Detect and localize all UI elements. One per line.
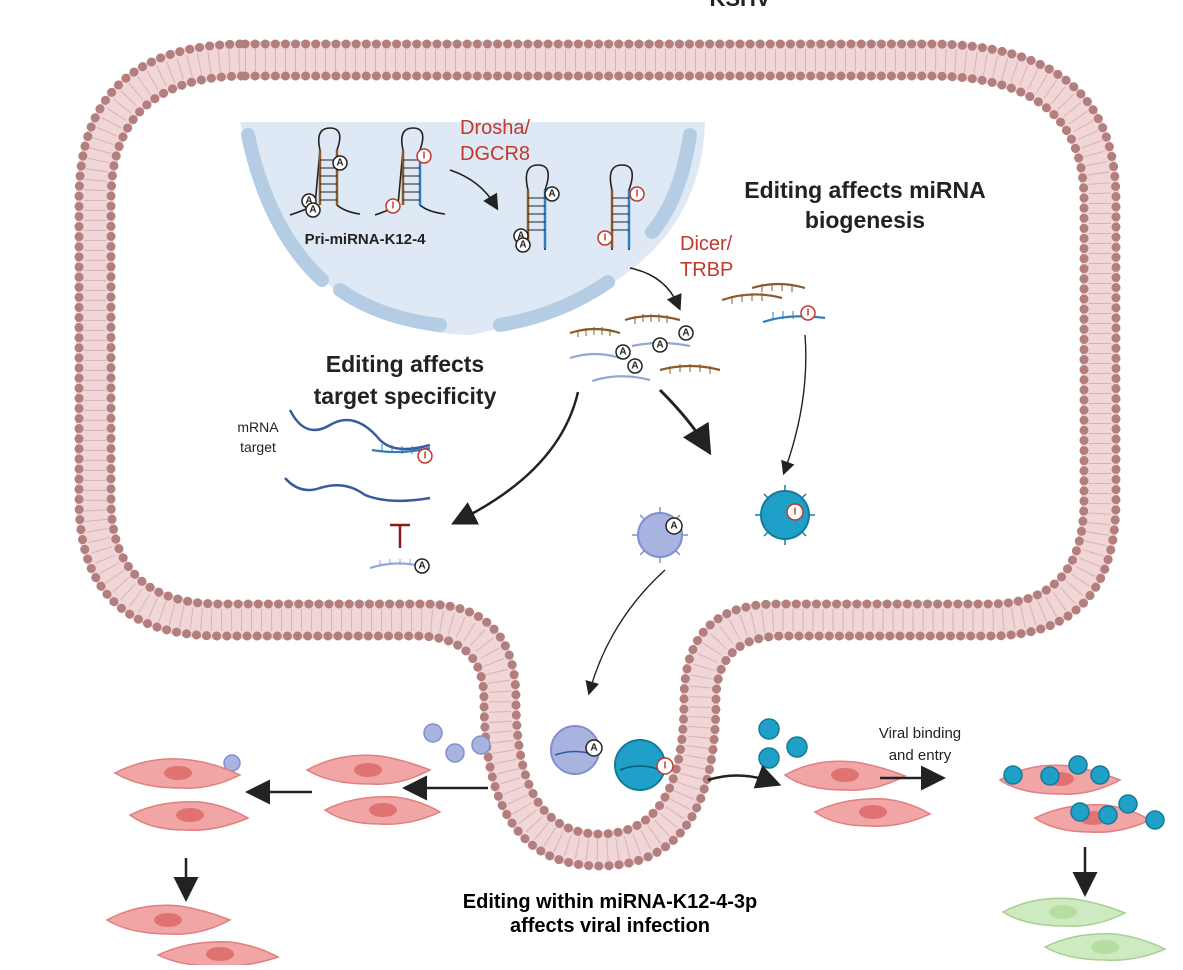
svg-text:I: I: [794, 507, 797, 518]
viral-entry-label-line1: Viral binding: [879, 725, 961, 742]
nuclear-envelope-right: [645, 128, 697, 239]
svg-text:I: I: [604, 233, 607, 244]
cells-right-middle: [783, 760, 932, 827]
adenosine-mark: A: [332, 155, 348, 171]
header-fragment: KSHV: [709, 0, 770, 11]
duplex-teeth-brown: [577, 314, 711, 374]
nucleus-interior: [240, 122, 705, 335]
viral-entry-label-line2: and entry: [889, 747, 952, 764]
cells-right-infected: [998, 755, 1165, 833]
drosha-label-line2: DGCR8: [460, 143, 530, 165]
released-cyan-particles: [758, 718, 808, 769]
mrna-label-line2: target: [240, 439, 276, 455]
svg-text:A: A: [309, 205, 316, 216]
svg-text:I: I: [424, 451, 427, 462]
svg-text:A: A: [519, 240, 526, 251]
cells-left-bottom: [105, 904, 280, 968]
dicer-label-line1: Dicer/: [680, 233, 733, 255]
adenosine-mark: A: [665, 517, 683, 535]
svg-text:I: I: [636, 189, 639, 200]
nuclear-envelope-bottom-left: [333, 283, 447, 332]
svg-text:A: A: [418, 561, 425, 572]
inosine-mark: I: [417, 448, 433, 464]
cells-left-top: [113, 758, 250, 831]
particle-cyan-i: [755, 485, 815, 545]
svg-text:A: A: [670, 521, 677, 532]
svg-text:I: I: [807, 308, 810, 319]
biogenesis-heading-line2: biogenesis: [805, 207, 925, 233]
arrow-to-target: [451, 391, 580, 525]
adenosine-mark: A: [678, 325, 694, 341]
adenosine-mark: A: [585, 739, 603, 757]
mirna-duplex-inosine: [721, 282, 826, 324]
nuclear-envelope-bottom-right: [493, 275, 615, 332]
adenosine-mark: A: [515, 237, 531, 253]
adenosine-mark: A: [305, 202, 321, 218]
dicer-arrow: [629, 267, 682, 311]
svg-text:A: A: [336, 158, 343, 169]
adenosine-mark: A: [627, 358, 643, 374]
adenosine-mark: A: [544, 186, 560, 202]
svg-text:A: A: [517, 231, 524, 242]
inosine-mark: I: [385, 198, 401, 214]
svg-text:A: A: [548, 189, 555, 200]
pri-mirna-label: Pri-miRNA-K12-4: [305, 231, 427, 248]
dicer-label-line2: TRBP: [680, 259, 733, 281]
inosine-mark: I: [416, 148, 432, 164]
adenosine-mark: A: [615, 344, 631, 360]
arrow-to-ago-i: [781, 334, 807, 476]
svg-text:A: A: [590, 743, 597, 754]
drosha-label-line1: Drosha/: [460, 117, 530, 139]
mrna-target-edited: [288, 409, 431, 454]
inosine-mark: I: [786, 503, 804, 521]
mrna-target-unedited: [284, 477, 431, 570]
arrow-to-ago-a: [658, 388, 712, 456]
nucleus: [240, 122, 705, 335]
cell-membrane: [74, 39, 1121, 871]
inosine-mark: I: [656, 757, 674, 775]
cells-right-bottom-green: [1001, 897, 1167, 962]
inosine-mark: I: [629, 186, 645, 202]
svg-text:A: A: [682, 328, 689, 339]
adenosine-mark: A: [414, 558, 430, 574]
svg-text:I: I: [392, 201, 395, 212]
arrow-release-right: [707, 765, 782, 789]
adenosine-mark: A: [652, 337, 668, 353]
svg-text:A: A: [631, 361, 638, 372]
svg-text:I: I: [664, 761, 667, 772]
inosine-mark: I: [800, 305, 816, 321]
svg-text:A: A: [656, 340, 663, 351]
specificity-heading-line1: Editing affects: [326, 351, 484, 377]
biogenesis-heading-line1: Editing affects miRNA: [744, 177, 986, 203]
svg-text:A: A: [305, 196, 312, 207]
drosha-arrow: [449, 169, 499, 211]
arrow-to-exosome: [585, 569, 666, 696]
svg-text:A: A: [619, 347, 626, 358]
bottom-caption-line1: Editing within miRNA-K12-4-3p: [463, 891, 757, 913]
infecting-virions: [1003, 755, 1165, 830]
svg-text:I: I: [423, 151, 426, 162]
inosine-mark: I: [597, 230, 613, 246]
cells-left-middle: [305, 754, 442, 825]
bottom-caption-line2: affects viral infection: [510, 915, 710, 937]
particle-lavender-a: [632, 507, 688, 563]
edit-marks: A A A I I A A A I I A A A A I I A A I A …: [301, 148, 816, 775]
mrna-label-line1: mRNA: [237, 419, 279, 435]
specificity-heading-line2: target specificity: [314, 383, 497, 409]
mirna-duplex-cluster: [569, 314, 721, 383]
nuclear-envelope-left: [241, 128, 329, 287]
